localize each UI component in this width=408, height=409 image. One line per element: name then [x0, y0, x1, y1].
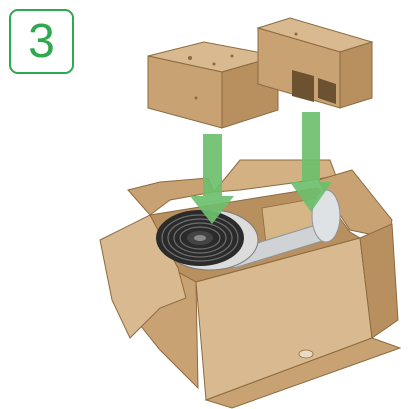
box-hand-hole — [299, 350, 313, 358]
open-cardboard-box — [100, 160, 400, 408]
